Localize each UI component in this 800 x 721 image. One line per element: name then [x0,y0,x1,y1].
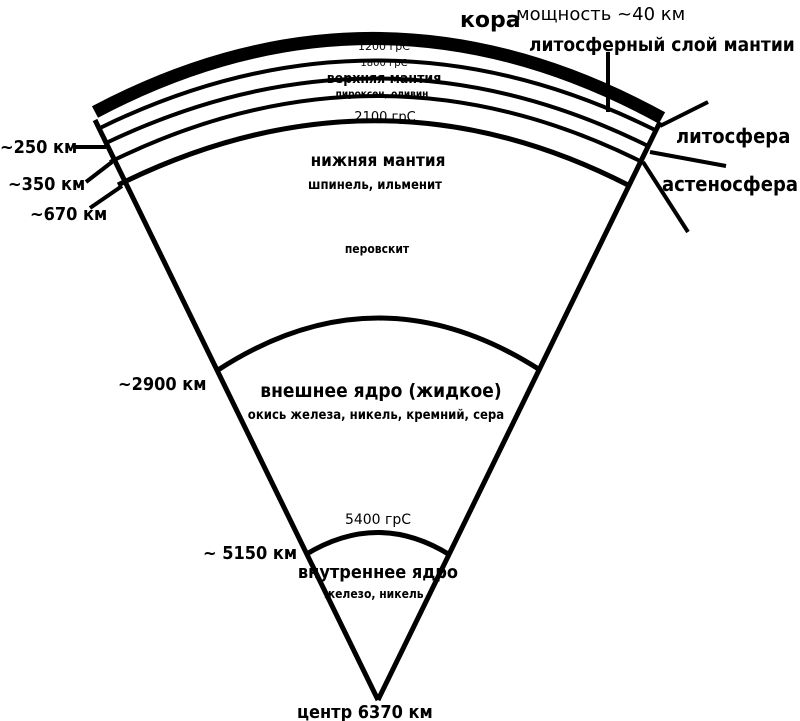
leader-350km [84,160,114,184]
label-t1200: 1200 грС [358,40,410,53]
label-perovskite: перовскит [345,242,410,256]
leader-asthenosphere-2 [641,160,690,234]
boundary-lithosphere-base [103,76,649,148]
boundary-lithospheric-mantle [99,58,656,132]
boundary-670km [116,118,632,189]
label-inner-core: внутреннее ядро [298,562,458,583]
label-inner-core-comp: железо, никель [324,587,423,601]
label-upper-mantle: верхняя мантия [327,71,442,87]
boundary-2900km [216,315,542,373]
label-t2100: 2100 грС [354,110,415,125]
label-pyroxene: пироксен, оливин [336,89,429,100]
label-lower-mantle: нижняя мантия [311,151,446,171]
crust-band [91,32,666,124]
label-lithosphere: литосфера [676,124,790,148]
leader-670km [88,184,124,210]
label-t5400: 5400 грС [345,512,411,528]
label-outer-core: внешнее ядро (жидкое) [260,380,501,402]
label-crust: кора [460,8,521,33]
label-t1800: 1800 грС [360,58,407,69]
sector-right-edge [375,120,663,702]
boundary-5150km [303,530,452,558]
sector-left-edge [92,118,381,702]
label-d2900: ~2900 км [118,374,207,395]
label-d250: ~250 км [0,137,77,158]
label-d5150: ~ 5150 км [203,543,297,564]
label-asthenosphere: астеносфера [662,172,798,196]
label-outer-core-comp: окись железа, никель, кремний, сера [248,408,504,423]
boundary-350km [109,94,643,164]
label-d350: ~350 км [8,174,85,195]
leader-asthenosphere-1 [649,150,727,168]
label-thickness: мощность ~40 км [516,4,685,25]
label-center: центр 6370 км [297,702,433,721]
label-d670: ~670 км [30,204,107,225]
leader-lithosphere [659,100,709,128]
label-spinel: шпинель, ильменит [308,178,442,193]
label-lithospheric-mantle: литосферный слой мантии [529,34,795,56]
